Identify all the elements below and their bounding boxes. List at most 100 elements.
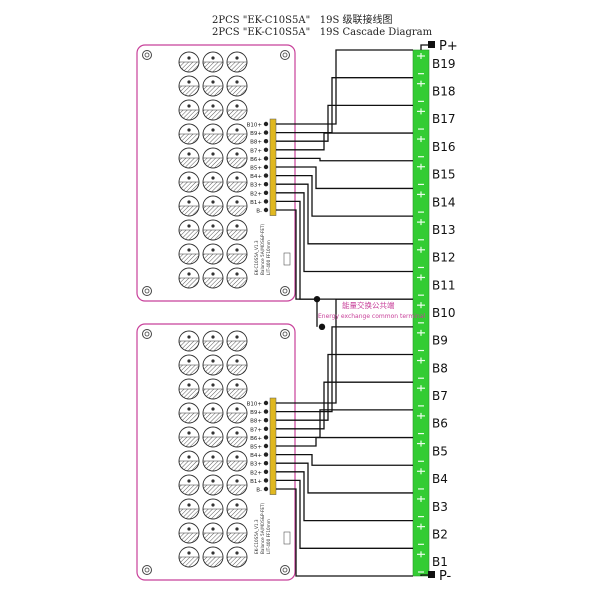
component-hatch: [202, 181, 224, 193]
component-hatch: [202, 253, 224, 265]
cell-label: B15: [432, 168, 456, 182]
cell-label: B11: [432, 278, 456, 292]
mosfet-component: [178, 402, 200, 424]
mosfet-component: [202, 171, 224, 193]
mosfet-component: [226, 378, 248, 400]
pin-pad: [263, 435, 269, 440]
component-hatch: [226, 277, 248, 289]
wire-bottom-b-minus: [276, 488, 413, 577]
component-dot: [211, 407, 215, 411]
component-hatch: [202, 388, 224, 400]
terminal-p-plus-block: [428, 41, 435, 48]
component-hatch: [178, 508, 200, 520]
component-dot: [187, 551, 191, 555]
battery-cell-b9: B9: [417, 329, 448, 352]
component-dot: [235, 224, 239, 228]
component-hatch: [202, 436, 224, 448]
component-dot: [235, 56, 239, 60]
mosfet-component: [226, 147, 248, 169]
component-hatch: [226, 157, 248, 169]
component-hatch: [226, 460, 248, 472]
mosfet-component: [178, 426, 200, 448]
component-dot: [187, 527, 191, 531]
pin-pad: [263, 469, 269, 474]
component-hatch: [226, 556, 248, 568]
mosfet-component: [202, 546, 224, 568]
pin-pad: [263, 486, 269, 492]
mosfet-component: [178, 195, 200, 217]
mosfet-component: [226, 195, 248, 217]
component-dot: [211, 176, 215, 180]
cell-label: B5: [432, 444, 448, 458]
component-dot: [235, 551, 239, 555]
wire-top-B4p: [276, 174, 413, 217]
pin-label: B2+: [250, 191, 262, 197]
battery-cell-b11: B11: [417, 274, 456, 296]
battery-cell-b15: B15: [417, 163, 456, 186]
mounting-hole: [280, 50, 290, 60]
mosfet-component: [178, 522, 200, 544]
mosfet-component: [226, 546, 248, 568]
component-hatch: [226, 532, 248, 544]
pin-label: B8+: [250, 419, 262, 425]
mosfet-component: [226, 330, 248, 352]
component-hatch: [202, 460, 224, 472]
cell-label: B7: [432, 389, 448, 403]
mosfet-component: [226, 354, 248, 376]
pin-pad: [263, 182, 269, 187]
balance-board-1: B10+B9+B8+B7+B6+B5+B4+B3+B2+B1+B-EK-C10S…: [136, 44, 296, 302]
component-dot: [235, 431, 239, 435]
mosfet-component: [226, 426, 248, 448]
mounting-hole-inner: [282, 52, 288, 58]
component-hatch: [226, 388, 248, 400]
cell-label: B16: [432, 140, 456, 154]
pin-label: B7+: [250, 148, 262, 154]
mosfet-component: [226, 498, 248, 520]
mosfet-component: [178, 474, 200, 496]
pin-pad: [263, 147, 269, 152]
battery-cell-b13: B13: [417, 219, 456, 241]
component-dot: [235, 335, 239, 339]
cell-label: B17: [432, 112, 456, 126]
mosfet-component: [226, 51, 248, 73]
battery-cell-b19: B19: [417, 53, 456, 75]
board-mark: [283, 252, 291, 266]
board-silkscreen-text: Balance 5A(MOS&P-FET): [260, 223, 265, 275]
mosfet-component: [202, 330, 224, 352]
component-dot: [211, 503, 215, 507]
mosfet-component: [178, 147, 200, 169]
component-dot: [187, 455, 191, 459]
battery-cell-b4: B4: [417, 468, 448, 490]
wire-bottom-B6p: [276, 409, 413, 439]
component-hatch: [178, 61, 200, 73]
component-dot: [211, 455, 215, 459]
battery-cell-b5: B5: [417, 440, 448, 462]
pin-label: B-: [256, 488, 262, 494]
component-dot: [211, 479, 215, 483]
component-dot: [235, 104, 239, 108]
pin-pad: [263, 461, 269, 466]
component-dot: [187, 272, 191, 276]
mounting-hole: [142, 565, 152, 575]
balance-board-2: B10+B9+B8+B7+B6+B5+B4+B3+B2+B1+B-EK-C10S…: [136, 323, 296, 581]
pin-label: B8+: [250, 140, 262, 146]
component-dot: [187, 176, 191, 180]
mosfet-component: [178, 354, 200, 376]
mounting-hole: [142, 329, 152, 339]
component-dot: [211, 248, 215, 252]
component-hatch: [202, 61, 224, 73]
pin-pad: [263, 409, 269, 414]
component-dot: [187, 80, 191, 84]
component-hatch: [226, 133, 248, 145]
component-hatch: [178, 412, 200, 424]
mosfet-component: [226, 243, 248, 265]
component-dot: [211, 335, 215, 339]
component-dot: [235, 359, 239, 363]
pin-pad: [263, 199, 269, 204]
component-hatch: [202, 340, 224, 352]
component-hatch: [178, 484, 200, 496]
component-hatch: [202, 133, 224, 145]
wire-bottom-B8p: [276, 353, 413, 421]
mounting-hole: [142, 50, 152, 60]
